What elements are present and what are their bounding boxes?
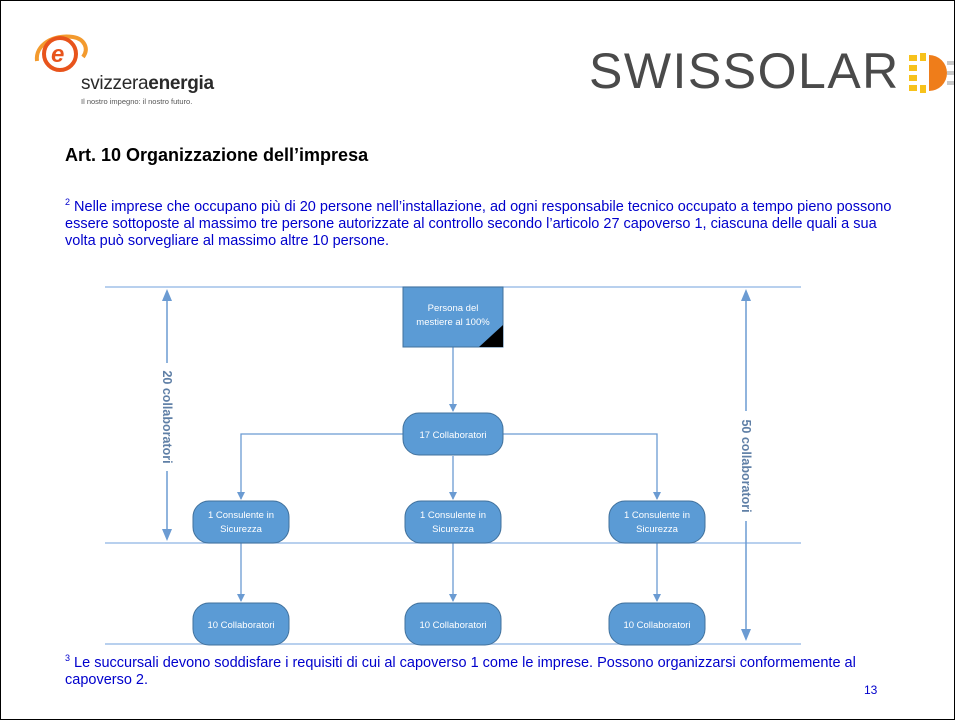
head-node-corner bbox=[479, 325, 503, 347]
dimension-left: 20 collaboratori bbox=[158, 289, 176, 541]
paragraph-3: 3 Le succursali devono soddisfare i requ… bbox=[65, 653, 905, 689]
logo-tagline: Il nostro impegno: il nostro futuro. bbox=[81, 97, 193, 106]
team-node: 17 Collaboratori bbox=[402, 412, 504, 456]
collaborators-node-label: 10 Collaboratori bbox=[419, 620, 486, 631]
swissolar-logo: SWISSOLAR bbox=[589, 41, 954, 101]
slide-title: Art. 10 Organizzazione dell’impresa bbox=[65, 145, 369, 165]
head-node: Persona del mestiere al 100% bbox=[402, 286, 504, 348]
svizzeraenergia-logo: e svizzeraenergia Il nostro impegno: il … bbox=[31, 31, 251, 111]
left-span-label: 20 collaboratori bbox=[160, 370, 174, 463]
consultant-node-line-1: 1 Consulente in bbox=[420, 510, 486, 521]
consultant-node-line-1: 1 Consulente in bbox=[624, 510, 690, 521]
label-left-backdrop bbox=[158, 363, 176, 471]
dimension-right: 50 collaboratori bbox=[737, 289, 755, 641]
right-span-label: 50 collaboratori bbox=[739, 419, 753, 512]
sun-icon bbox=[909, 53, 954, 93]
collaborators-node-2: 10 Collaboratori bbox=[404, 602, 502, 646]
head-node-line-2: mestiere al 100% bbox=[416, 317, 490, 328]
head-node-box bbox=[402, 286, 504, 348]
arrowhead-up-left bbox=[162, 289, 172, 301]
paragraph-2-marker: 2 bbox=[65, 197, 71, 207]
consultant-node-2: 1 Consulente in Sicurezza bbox=[404, 500, 502, 544]
team-node-box bbox=[402, 412, 504, 456]
consultant-node-line-2: Sicurezza bbox=[432, 524, 474, 535]
svizzeraenergia-e-icon: e bbox=[34, 34, 88, 72]
consultant-node-box bbox=[608, 500, 706, 544]
paragraph-3-marker: 3 bbox=[65, 653, 71, 663]
consultant-node-box bbox=[404, 500, 502, 544]
paragraph-2-text: Nelle imprese che occupano più di 20 per… bbox=[65, 199, 892, 249]
head-node-line-1: Persona del bbox=[428, 303, 479, 314]
paragraph-3-text: Le succursali devono soddisfare i requis… bbox=[65, 655, 856, 688]
collaborators-node-1: 10 Collaboratori bbox=[192, 602, 290, 646]
collaborators-node-box bbox=[608, 602, 706, 646]
paragraph-2: 2 Nelle imprese che occupano più di 20 p… bbox=[65, 197, 905, 250]
collaborators-node-label: 10 Collaboratori bbox=[207, 620, 274, 631]
consultant-node-box bbox=[192, 500, 290, 544]
consultant-node-3: 1 Consulente in Sicurezza bbox=[608, 500, 706, 544]
connector-team-to-consultant-3 bbox=[501, 433, 661, 500]
collaborators-node-3: 10 Collaboratori bbox=[608, 602, 706, 646]
logo-name: svizzeraenergia bbox=[81, 73, 214, 94]
consultant-node-1: 1 Consulente in Sicurezza bbox=[192, 500, 290, 544]
collaborators-node-label: 10 Collaboratori bbox=[623, 620, 690, 631]
consultant-node-line-2: Sicurezza bbox=[220, 524, 262, 535]
collaborators-node-box bbox=[404, 602, 502, 646]
brand-name: SWISSOLAR bbox=[589, 43, 900, 99]
label-right-backdrop bbox=[737, 411, 755, 521]
connector-team-to-consultant-1 bbox=[237, 433, 405, 500]
consultant-node-line-1: 1 Consulente in bbox=[208, 510, 274, 521]
svg-text:e: e bbox=[51, 41, 64, 68]
connectors bbox=[237, 347, 661, 602]
collaborators-node-box bbox=[192, 602, 290, 646]
arrowhead-down-right bbox=[741, 629, 751, 641]
team-node-label: 17 Collaboratori bbox=[419, 430, 486, 441]
consultant-node-line-2: Sicurezza bbox=[636, 524, 678, 535]
arrowhead-up-right bbox=[741, 289, 751, 301]
page-number: 13 bbox=[864, 683, 878, 697]
arrowhead-down-left bbox=[162, 529, 172, 541]
